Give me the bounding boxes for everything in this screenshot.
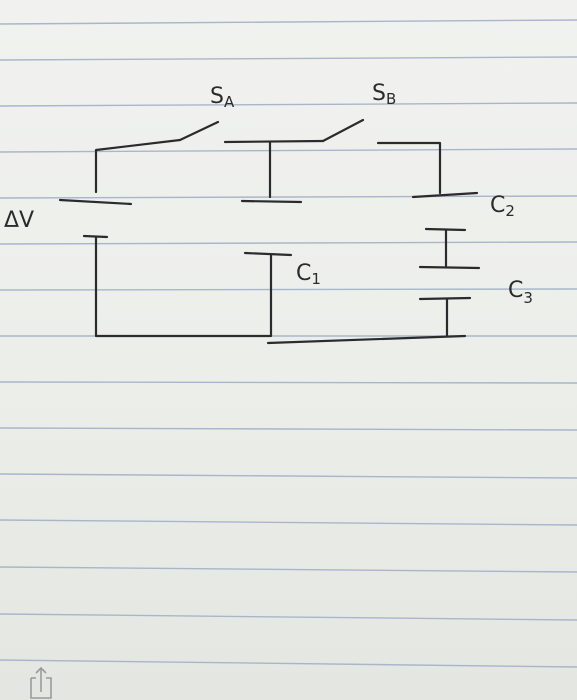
ruled-lines (0, 19, 577, 668)
share-icon[interactable] (30, 666, 52, 699)
capacitor-c2 (411, 191, 479, 232)
label-cap2: C2 (490, 193, 515, 220)
wire-bottom-right (266, 334, 467, 345)
label-switch-b: SB (372, 81, 396, 108)
wire-right-top (376, 141, 442, 195)
capacitor-c3 (418, 265, 481, 301)
switch-a (178, 120, 220, 142)
label-cap1: C1 (296, 261, 321, 288)
label-voltage: ΔV (4, 208, 34, 233)
label-cap3: C3 (508, 278, 533, 307)
label-switch-a: SA (210, 84, 235, 111)
capacitor-c1 (240, 199, 303, 257)
wire-left-top (94, 138, 182, 194)
switch-b (321, 118, 365, 143)
wire-left-bottom (94, 235, 272, 338)
battery (58, 198, 133, 239)
wire-middle-top (223, 139, 325, 144)
